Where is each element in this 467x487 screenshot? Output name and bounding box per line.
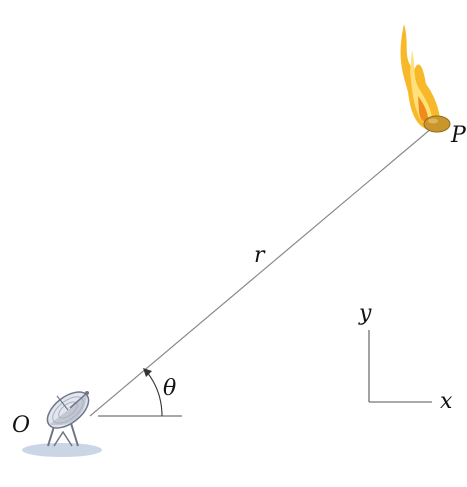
- radius-label: r: [254, 243, 266, 268]
- point-label: P: [450, 123, 467, 148]
- angle-arc: [146, 371, 163, 417]
- origin-label: O: [12, 413, 30, 438]
- y-axis-label: y: [358, 301, 372, 326]
- radius-line: [89, 127, 433, 417]
- radar-dish-icon: [46, 391, 90, 447]
- angle-arrowhead: [143, 368, 152, 377]
- axes-indicator: [368, 330, 432, 403]
- ground-shadow: [22, 443, 102, 457]
- meteor-icon: [400, 24, 451, 133]
- x-axis-label: x: [440, 389, 453, 414]
- angle-label: θ: [163, 376, 176, 401]
